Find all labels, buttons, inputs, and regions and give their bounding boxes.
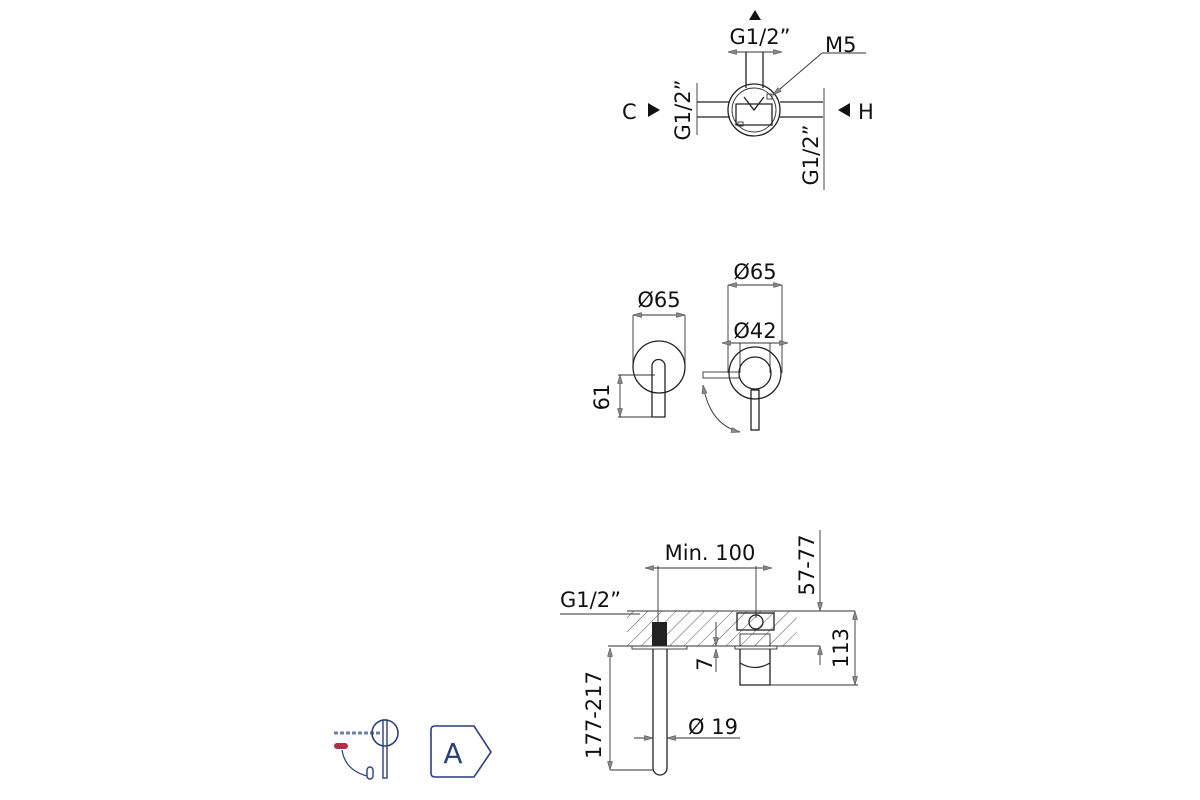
- hot-thread-label: G1/2”: [799, 125, 823, 186]
- mixer-rotation-icon: [334, 719, 399, 780]
- right-diameter-label: Ø65: [733, 260, 776, 284]
- left-height-label: 61: [590, 384, 614, 411]
- hot-inlet-arrow-icon: [838, 103, 850, 117]
- spout-diameter-label: Ø 19: [688, 715, 738, 739]
- front-view-right: Ø65 Ø42: [703, 260, 788, 432]
- cold-inlet-arrow-icon: [648, 103, 660, 117]
- front-view-left: Ø65 61: [590, 288, 686, 418]
- side-thread-label: G1/2”: [560, 588, 621, 612]
- cold-label: C: [622, 100, 637, 124]
- right-inner-diameter-label: Ø42: [733, 319, 776, 343]
- spout-length-label: 177-217: [582, 671, 606, 759]
- outlet-thread-label: G1/2”: [730, 25, 791, 49]
- energy-class-label: A: [443, 737, 462, 770]
- outlet-arrow-icon: [749, 10, 761, 20]
- top-view: G1/2” M5 C H G1/2” G1/2”: [622, 10, 874, 190]
- min-distance-label: Min. 100: [665, 541, 756, 565]
- side-view: Min. 100 G1/2” 113 57-77 7 177-217 Ø 19: [560, 530, 858, 776]
- left-diameter-label: Ø65: [637, 288, 680, 312]
- energy-class-badge: A: [430, 725, 492, 778]
- body-depth-label: 113: [829, 628, 853, 668]
- hot-label: H: [858, 100, 874, 124]
- valve-body-circle: [727, 83, 781, 137]
- plate-gap-label: 7: [693, 657, 717, 670]
- wall-depth-label: 57-77: [795, 534, 819, 595]
- cold-thread-label: G1/2”: [671, 80, 695, 141]
